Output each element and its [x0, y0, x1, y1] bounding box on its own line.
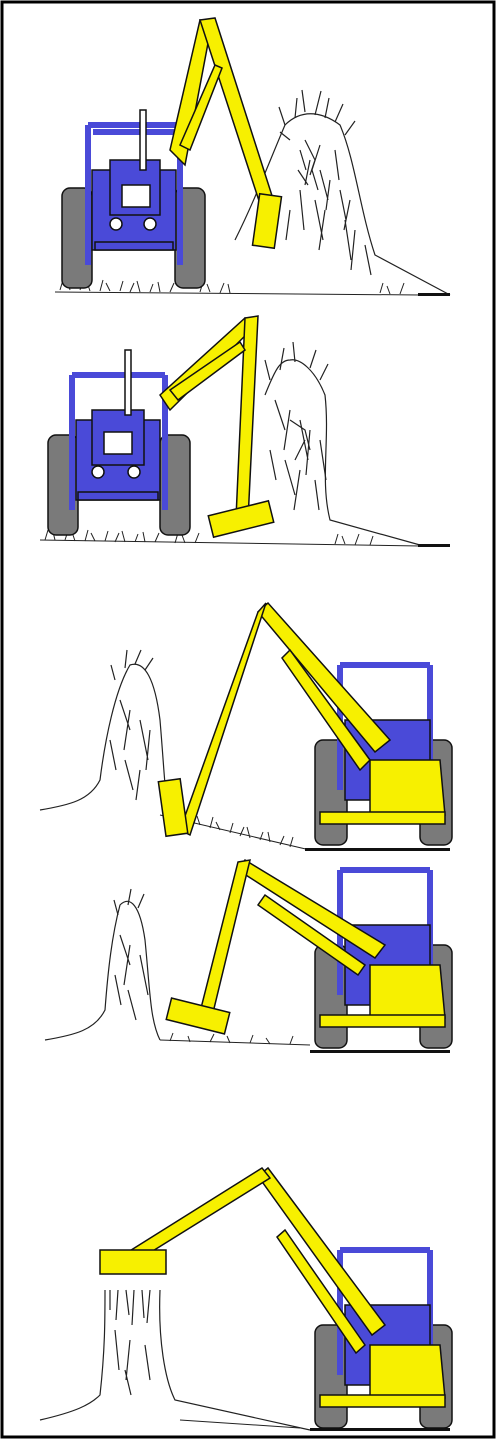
- bumper: [94, 241, 174, 251]
- hedge: [234, 89, 451, 296]
- grass-ground: [179, 1419, 301, 1429]
- headlight-left: [109, 217, 123, 231]
- dipper-arm: [126, 1167, 272, 1264]
- front-bar: [319, 1014, 446, 1028]
- support-ram: [179, 64, 223, 152]
- hedge: [44, 888, 161, 1041]
- ground-line: [310, 1428, 450, 1431]
- headlight-right: [127, 465, 141, 479]
- panel-3: [39, 601, 453, 851]
- flail-arm: [165, 858, 387, 1035]
- flail-head: [207, 499, 275, 539]
- front-bar: [319, 811, 446, 825]
- support-ram: [281, 648, 371, 772]
- exhaust-pipe: [124, 349, 132, 416]
- cab-frame: [85, 122, 183, 265]
- grass-ground: [159, 1032, 311, 1046]
- tractor-housing: [369, 964, 446, 1019]
- support-ram: [168, 340, 247, 402]
- headlight-right: [143, 217, 157, 231]
- flail-head: [251, 192, 283, 250]
- dipper-arm: [179, 602, 267, 837]
- bumper: [77, 491, 159, 501]
- hedge: [39, 649, 171, 816]
- grille: [121, 184, 151, 208]
- tractor: [314, 1247, 453, 1429]
- headlight-left: [91, 465, 105, 479]
- ground-line: [310, 1050, 450, 1053]
- flail-head: [157, 777, 189, 838]
- flail-arm: [157, 601, 392, 838]
- tractor: [47, 349, 191, 536]
- ground-line: [418, 293, 450, 296]
- flail-arm: [99, 1166, 387, 1355]
- panel-2: [39, 315, 450, 547]
- main-boom: [256, 601, 392, 754]
- grille: [103, 431, 133, 455]
- hedge: [39, 1289, 311, 1431]
- flail-arm: [159, 315, 275, 539]
- tractor-housing: [369, 1344, 446, 1399]
- tractor-housing: [369, 759, 446, 816]
- dipper-arm: [197, 859, 251, 1027]
- panel-4: [44, 858, 453, 1053]
- flail-head: [165, 997, 231, 1035]
- panel-5: [39, 1166, 453, 1431]
- ground-line: [305, 848, 450, 851]
- hedge: [264, 341, 421, 546]
- exhaust-pipe: [139, 109, 147, 171]
- flail-head: [99, 1249, 167, 1275]
- dipper-arm: [199, 17, 276, 211]
- support-ram: [256, 893, 367, 977]
- flail-arm: [169, 17, 283, 250]
- front-bar: [319, 1394, 446, 1408]
- tractor: [61, 109, 206, 289]
- ground-line: [418, 544, 450, 547]
- panel-1: [54, 17, 451, 296]
- support-ram: [276, 1228, 366, 1355]
- grass-ground: [54, 277, 421, 296]
